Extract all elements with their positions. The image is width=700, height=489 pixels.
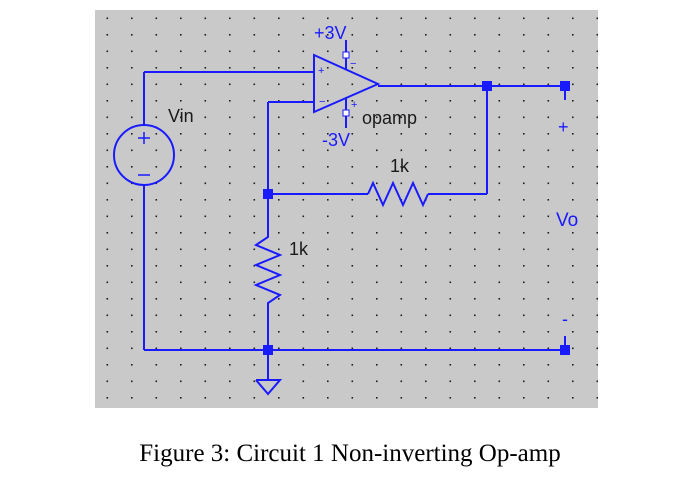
- opamp-minus-input-mark: −: [319, 96, 325, 108]
- output-terminal-bottom: [560, 345, 570, 355]
- output-terminal-top: [560, 81, 570, 91]
- opamp-label: opamp: [362, 108, 417, 128]
- opamp-top-pin-mark: −: [350, 58, 356, 70]
- ground-resistor-label: 1k: [289, 239, 309, 259]
- supply-neg-pin-end: [342, 109, 350, 117]
- ground-icon: [255, 379, 283, 396]
- opamp-plus-input-mark: +: [318, 65, 324, 77]
- source-label: Vin: [168, 106, 194, 126]
- feedback-resistor: [367, 180, 429, 208]
- node-output: [482, 81, 492, 91]
- grid-dots: [95, 10, 598, 408]
- opamp-bottom-pin-mark: +: [351, 99, 357, 111]
- supply-pos-pin-end: [342, 51, 350, 59]
- node-inverting: [263, 189, 273, 199]
- supply-neg-label: -3V: [322, 130, 350, 150]
- figure-caption: Figure 3: Circuit 1 Non-inverting Op-amp: [139, 440, 561, 467]
- ground-resistor: [253, 220, 283, 350]
- node-ground: [263, 345, 273, 355]
- feedback-resistor-label: 1k: [390, 156, 410, 176]
- output-label: Vo: [556, 210, 578, 231]
- output-plus-label: +: [558, 117, 569, 137]
- output-minus-label: -: [562, 309, 568, 329]
- supply-pos-label: +3V: [314, 23, 347, 43]
